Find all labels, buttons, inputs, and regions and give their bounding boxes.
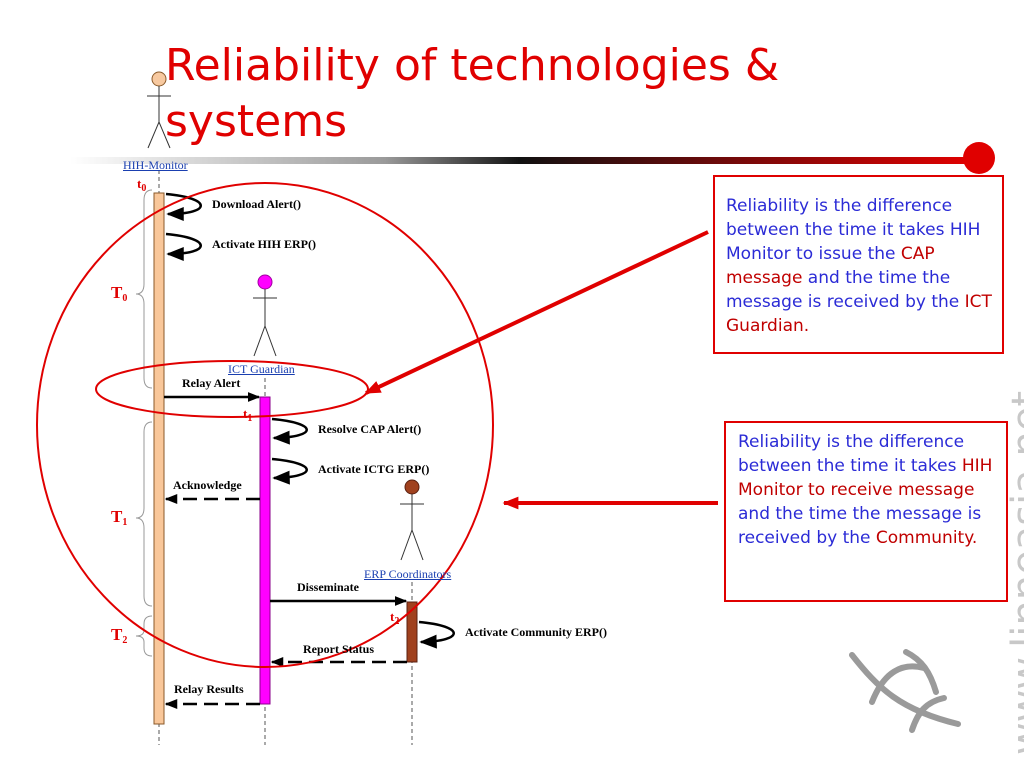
title-rule xyxy=(70,157,970,164)
self-call-resolve-cap-alert xyxy=(271,417,308,445)
time-label-T1: T1 xyxy=(111,507,128,528)
note2-text-1: Reliability is the difference between th… xyxy=(738,432,965,476)
note1-text-2: and the time the message is received by … xyxy=(726,268,965,312)
pointer-arrow-note1 xyxy=(364,230,709,395)
note1-text-1: Reliability is the difference between th… xyxy=(726,196,981,264)
leaf-logo xyxy=(849,649,961,733)
brace-T0 xyxy=(135,189,153,389)
message-label-download-alert: Download Alert() xyxy=(212,197,301,211)
actor-figure-erp-coordinators xyxy=(400,479,424,561)
note1-highlight-cap-message: CAP message xyxy=(726,244,935,288)
brace-T2 xyxy=(135,615,153,657)
title-rule-dot xyxy=(963,142,995,174)
message-label-relay-alert: Relay Alert xyxy=(182,376,241,390)
brace-T1 xyxy=(135,421,153,607)
message-label-report-status: Report Status xyxy=(303,642,374,656)
slide-title: Reliability of technologies & systems xyxy=(165,40,780,147)
note2-highlight-hih-monitor-receive: HIH Monitor to receive message xyxy=(738,456,993,500)
time-label-T2: T2 xyxy=(111,625,128,646)
message-label-activate-ictg-erp: Activate ICTG ERP() xyxy=(318,462,430,476)
note2-highlight-community: Community xyxy=(875,528,972,548)
watermark: www.linneasia.net xyxy=(1004,390,1024,755)
self-call-activate-ictg-erp xyxy=(271,457,308,485)
activation-bar-hih-monitor xyxy=(153,192,165,725)
self-call-download-alert xyxy=(165,192,202,221)
note-reliability-cap-message: Reliability is the difference between th… xyxy=(713,175,1004,354)
actor-label-erp-coordinators: ERP Coordinators xyxy=(364,567,452,581)
time-label-t0: t0 xyxy=(137,176,147,194)
message-label-disseminate: Disseminate xyxy=(297,580,359,594)
activation-bar-erp-coordinators xyxy=(406,601,418,663)
scope-circle xyxy=(36,182,494,668)
time-label-T0: T0 xyxy=(111,283,128,304)
message-label-acknowledge: Acknowledge xyxy=(173,478,242,492)
activation-bar-ict-guardian xyxy=(259,396,271,705)
time-label-t1: t1 xyxy=(243,406,253,424)
self-call-activate-community-erp xyxy=(418,620,455,649)
note2-period: . xyxy=(971,528,978,548)
actor-label-ict-guardian: ICT Guardian xyxy=(228,362,295,376)
note-reliability-community: Reliability is the difference between th… xyxy=(724,421,1008,602)
note1-highlight-ict-guardian: ICT Guardian xyxy=(726,292,992,336)
actor-figure-hih-monitor xyxy=(147,71,171,149)
message-label-relay-results: Relay Results xyxy=(174,682,244,696)
message-label-resolve-cap-alert: Resolve CAP Alert() xyxy=(318,422,422,436)
message-label-activate-community-erp: Activate Community ERP() xyxy=(465,625,607,639)
self-call-activate-hih-erp xyxy=(165,232,202,261)
note2-text-2: and the time the message is received by … xyxy=(738,504,982,548)
actor-figure-ict-guardian xyxy=(253,274,277,357)
actor-label-hih-monitor: HIH-Monitor xyxy=(123,158,188,172)
message-label-activate-hih-erp: Activate HIH ERP() xyxy=(212,237,316,251)
time-label-t2: t2 xyxy=(390,609,400,627)
note1-period: . xyxy=(803,316,810,336)
